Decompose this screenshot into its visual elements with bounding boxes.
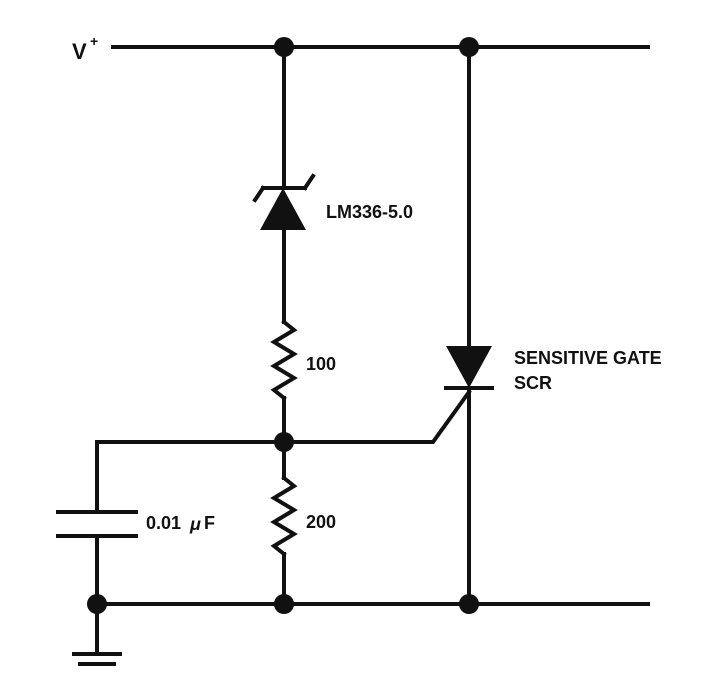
supply-label: V xyxy=(72,39,87,64)
resistor-100-icon xyxy=(270,319,298,401)
bottom-node-resistor xyxy=(274,594,294,614)
bottom-node-scr xyxy=(459,594,479,614)
ground-icon xyxy=(72,652,122,666)
zener-diode-icon xyxy=(252,173,316,230)
resistor-200-label: 200 xyxy=(306,512,336,532)
supply-label-superscript: + xyxy=(90,33,98,49)
scr-label-line2: SCR xyxy=(514,373,552,393)
resistor-200-icon xyxy=(270,475,298,557)
capacitor-label-value: 0.01 xyxy=(146,513,181,533)
scr-icon xyxy=(444,346,494,390)
capacitor-icon xyxy=(56,510,138,538)
capacitor-label-unit: F xyxy=(204,513,215,533)
resistor-100-label: 100 xyxy=(306,354,336,374)
capacitor-label-mu: μ xyxy=(189,514,201,534)
zener-label: LM336-5.0 xyxy=(326,202,413,222)
scr-label-line1: SENSITIVE GATE xyxy=(514,348,662,368)
gate-line xyxy=(95,389,472,512)
